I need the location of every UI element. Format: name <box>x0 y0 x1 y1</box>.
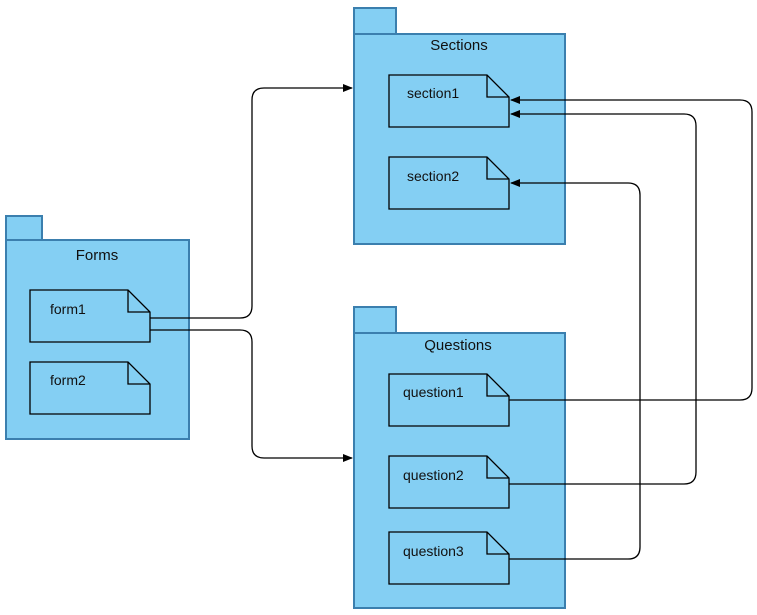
connectors <box>150 84 753 560</box>
package-title: Forms <box>76 247 119 264</box>
document-section2[interactable]: section2 <box>388 156 510 210</box>
document-shape <box>388 74 510 128</box>
document-label: question3 <box>403 543 464 559</box>
dependency-form1-to-questions[interactable] <box>150 329 353 462</box>
package-tab <box>353 306 397 334</box>
document-label: form1 <box>50 301 86 317</box>
document-form2[interactable]: form2 <box>29 361 151 415</box>
document-question1[interactable]: question1 <box>388 373 510 427</box>
dependency-question2-to-section1[interactable] <box>509 110 697 485</box>
document-label: section1 <box>407 85 459 101</box>
package-title: Questions <box>424 337 492 354</box>
package-tab <box>353 7 397 35</box>
document-question2[interactable]: question2 <box>388 455 510 509</box>
document-label: form2 <box>50 372 86 388</box>
folded-corner-icon <box>127 290 150 313</box>
document-label: question1 <box>403 384 464 400</box>
dependency-question3-to-section2[interactable] <box>509 179 641 560</box>
document-shape <box>29 361 151 415</box>
package-tab <box>5 215 43 241</box>
document-shape <box>388 455 510 509</box>
document-section1[interactable]: section1 <box>388 74 510 128</box>
folded-corner-icon <box>486 75 509 98</box>
package-forms[interactable]: Forms form1 form2 <box>5 215 190 440</box>
document-shape <box>388 373 510 427</box>
folded-corner-icon <box>127 362 150 385</box>
folded-corner-icon <box>486 374 509 397</box>
folded-corner-icon <box>486 157 509 180</box>
package-questions[interactable]: Questions question1 question2 question3 <box>353 306 566 609</box>
document-shape <box>388 156 510 210</box>
folded-corner-icon <box>486 456 509 479</box>
dependency-form1-to-sections[interactable] <box>150 84 353 319</box>
document-question3[interactable]: question3 <box>388 531 510 585</box>
document-label: question2 <box>403 467 464 483</box>
package-sections[interactable]: Sections section1 section2 <box>353 7 566 245</box>
document-label: section2 <box>407 168 459 184</box>
package-title: Sections <box>430 37 488 54</box>
document-shape <box>29 289 151 343</box>
dependency-question1-to-section1[interactable] <box>509 96 753 401</box>
folded-corner-icon <box>486 532 509 555</box>
document-form1[interactable]: form1 <box>29 289 151 343</box>
document-shape <box>388 531 510 585</box>
package-body <box>353 33 566 245</box>
